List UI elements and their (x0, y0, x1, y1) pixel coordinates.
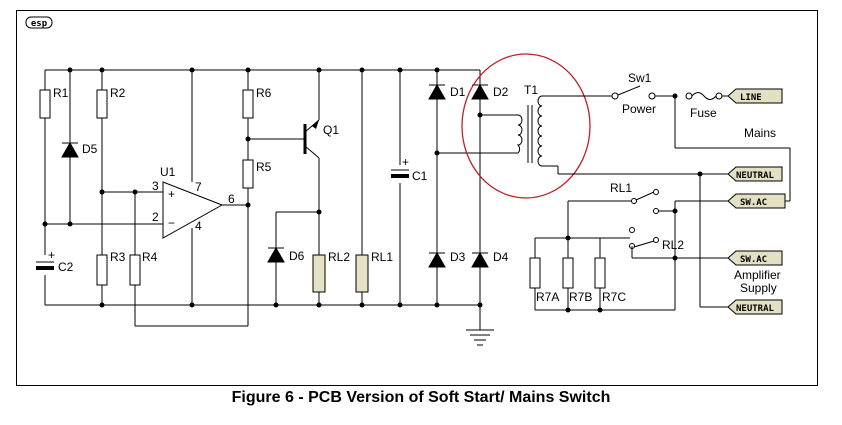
svg-text:R1: R1 (53, 86, 69, 100)
svg-text:R7C: R7C (602, 290, 626, 304)
tag-swac-1: SW.AC (727, 193, 786, 209)
bridge-rectifier: D1 D2 D3 D4 (428, 83, 518, 268)
svg-text:−: − (168, 216, 175, 230)
svg-text:+: + (48, 248, 55, 262)
svg-text:D2: D2 (493, 85, 509, 99)
svg-text:D4: D4 (493, 250, 509, 264)
resistor-r6: R6 (242, 86, 272, 160)
resistor-r2: R2 (96, 86, 126, 255)
relay-coil-rl1: RL1 (355, 250, 393, 293)
resistor-r3: R3 (96, 250, 126, 286)
svg-text:RL1: RL1 (610, 181, 632, 195)
diode-d5: D5 (61, 70, 98, 224)
svg-text:Q1: Q1 (323, 123, 339, 137)
mains-input: Sw1 Power Fuse Mains (557, 71, 791, 202)
transistor-q1: Q1 (245, 119, 339, 255)
esp-logo: esp (25, 16, 53, 29)
circuit-schematic: esp (25, 16, 791, 346)
svg-text:4: 4 (195, 219, 202, 233)
tag-swac-2: SW.AC (727, 250, 783, 266)
svg-text:Sw1: Sw1 (628, 71, 652, 85)
figure-caption: Figure 6 - PCB Version of Soft Start/ Ma… (231, 389, 611, 406)
rails (44, 67, 494, 346)
svg-text:C1: C1 (412, 169, 428, 183)
svg-text:C2: C2 (58, 260, 74, 274)
svg-text:RL2: RL2 (662, 238, 684, 252)
svg-text:Mains: Mains (744, 126, 776, 140)
schematic-frame (16, 10, 818, 386)
svg-text:SW.AC: SW.AC (740, 198, 767, 208)
svg-text:+: + (168, 187, 175, 201)
svg-text:D5: D5 (82, 142, 98, 156)
tag-neutral-1: NEUTRAL (727, 166, 783, 182)
svg-text:R4: R4 (142, 250, 158, 264)
tag-line: LINE (727, 88, 783, 104)
svg-text:7: 7 (195, 180, 202, 194)
wire-noninverting (99, 189, 163, 195)
tag-neutral-2: NEUTRAL (727, 299, 783, 315)
svg-text:LINE: LINE (740, 93, 762, 103)
resistor-r1: R1 (39, 86, 69, 255)
svg-text:NEUTRAL: NEUTRAL (736, 171, 775, 181)
svg-text:NEUTRAL: NEUTRAL (736, 304, 775, 314)
svg-text:Amplifier: Amplifier (734, 268, 781, 282)
svg-text:2: 2 (152, 210, 159, 224)
svg-text:Power: Power (622, 102, 656, 116)
svg-text:3: 3 (152, 179, 159, 193)
svg-text:SW.AC: SW.AC (740, 255, 767, 265)
relay-contacts: RL1 RL2 R7A R7B R7C Amplifier S (529, 174, 781, 313)
svg-text:U1: U1 (160, 165, 176, 179)
esp-logo-text: esp (31, 19, 48, 29)
svg-text:T1: T1 (524, 83, 538, 97)
capacitor-c2: + C2 (36, 248, 74, 274)
svg-text:Fuse: Fuse (690, 106, 717, 120)
svg-text:+: + (402, 155, 409, 169)
svg-text:R5: R5 (256, 160, 272, 174)
highlight-circle (461, 53, 591, 199)
capacitor-c1: + C1 (391, 155, 428, 183)
svg-text:D3: D3 (450, 250, 466, 264)
svg-text:R2: R2 (110, 86, 126, 100)
svg-text:D1: D1 (450, 85, 466, 99)
resistor-r5: R5 (242, 159, 272, 205)
wire-inverting (42, 221, 163, 227)
transformer-t1: T1 (516, 83, 558, 167)
relay-coil-rl2: RL2 (312, 250, 350, 293)
svg-text:D6: D6 (289, 249, 305, 263)
svg-text:R6: R6 (256, 86, 272, 100)
resistor-r4: R4 (129, 192, 249, 327)
svg-text:RL1: RL1 (371, 250, 393, 264)
diode-d6: D6 (267, 209, 322, 263)
svg-text:Supply: Supply (740, 281, 777, 295)
svg-text:R7A: R7A (536, 290, 559, 304)
svg-text:R3: R3 (110, 250, 126, 264)
opamp-u1: + − U1 3 2 7 6 4 (152, 165, 251, 239)
svg-text:R7B: R7B (569, 290, 592, 304)
svg-text:RL2: RL2 (328, 250, 350, 264)
svg-text:6: 6 (228, 192, 235, 206)
